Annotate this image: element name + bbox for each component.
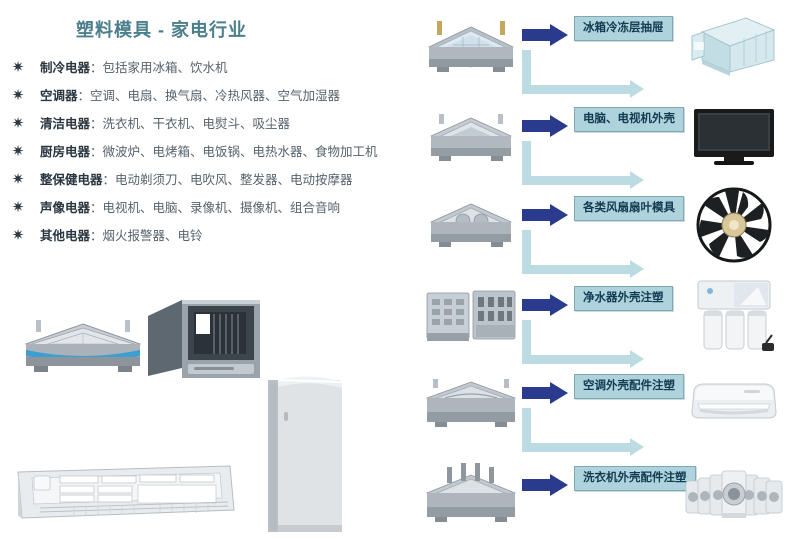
list-item: ✷ 其他电器：烟火报警器、电铃 xyxy=(0,224,420,252)
washing-machine-body-photo xyxy=(250,370,355,538)
list-item-separator: ： xyxy=(102,173,116,187)
flow-row: 冰箱冷冻层抽屉 xyxy=(418,2,790,98)
flow-arrow xyxy=(522,115,580,155)
flow-row: 空调外壳配件注塑 xyxy=(418,360,790,456)
list-item-separator: ： xyxy=(77,89,91,103)
flow-label-text: 洗衣机外壳配件注塑 xyxy=(574,466,696,491)
flow-label-text: 冰箱冷冻层抽屉 xyxy=(574,16,673,41)
flow-label-text: 空调外壳配件注塑 xyxy=(574,374,684,399)
flow-label-text: 各类风扇扇叶模具 xyxy=(574,196,684,221)
list-item-text: 清洁电器：洗衣机、干衣机、电熨斗、吸尘器 xyxy=(40,115,290,133)
crt-tv-housing-photo xyxy=(142,292,267,384)
list-item: ✷ 空调器：空调、电扇、换气扇、冷热风器、空气加湿器 xyxy=(0,84,420,112)
flow-label-text: 电脑、电视机外壳 xyxy=(574,107,684,132)
list-item-description: 电视机、电脑、录像机、摄像机、组合音响 xyxy=(102,201,341,215)
list-item-separator: ： xyxy=(90,201,103,215)
list-item-category: 其他电器 xyxy=(40,229,91,243)
list-item-category: 声像电器 xyxy=(40,201,91,215)
sparkle-bullet-icon: ✷ xyxy=(11,199,25,216)
fan-blade-mold xyxy=(420,182,522,268)
flow-label: 电脑、电视机外壳 xyxy=(574,107,684,133)
list-item: ✷ 厨房电器：微波炉、电烤箱、电饭锅、电热水器、食物加工机 xyxy=(0,140,420,168)
flow-connector xyxy=(522,320,652,372)
flow-arrow xyxy=(522,474,580,514)
air-conditioner-product xyxy=(680,360,788,446)
left-panel: 塑料模具 - 家电行业 ✷ 制冷电器：包括家用冰箱、饮水机 ✷ 空调器：空调、电… xyxy=(0,0,420,532)
flow-arrow xyxy=(522,294,580,334)
refrigerator-drawer-mold xyxy=(420,2,522,88)
list-item-separator: ： xyxy=(90,145,103,159)
list-item: ✷ 整保健电器：电动剃须刀、电吹风、整发器、电动按摩器 xyxy=(0,168,420,196)
list-item-description: 空调、电扇、换气扇、冷热风器、空气加湿器 xyxy=(90,89,341,103)
water-purifier-mold xyxy=(420,272,522,358)
list-item-category: 清洁电器 xyxy=(40,117,91,131)
flow-row: 各类风扇扇叶模具 xyxy=(418,182,790,278)
flow-label: 空调外壳配件注塑 xyxy=(574,374,684,400)
flow-connector xyxy=(522,230,652,282)
water-purifier-product xyxy=(680,272,788,358)
flow-connector xyxy=(522,408,652,460)
television-product xyxy=(680,93,788,179)
list-item-separator: ： xyxy=(90,229,103,243)
sparkle-bullet-icon: ✷ xyxy=(11,143,25,160)
refrigerator-drawer-product xyxy=(680,2,788,88)
flow-connector xyxy=(522,50,652,102)
process-flow-diagram: 冰箱冷冻层抽屉 xyxy=(418,0,790,544)
list-item-description: 微波炉、电烤箱、电饭锅、电热水器、食物加工机 xyxy=(102,145,378,159)
list-item-description: 洗衣机、干衣机、电熨斗、吸尘器 xyxy=(102,117,291,131)
flow-connector xyxy=(522,141,652,193)
list-item-text: 整保健电器：电动剃须刀、电吹风、整发器、电动按摩器 xyxy=(40,171,353,189)
list-item-category: 整保健电器 xyxy=(40,173,103,187)
list-item-description: 包括家用冰箱、饮水机 xyxy=(102,61,228,75)
list-item-category: 制冷电器 xyxy=(40,61,91,75)
list-item-description: 电动剃须刀、电吹风、整发器、电动按摩器 xyxy=(115,173,353,187)
list-item-text: 声像电器：电视机、电脑、录像机、摄像机、组合音响 xyxy=(40,199,340,217)
list-item-text: 其他电器：烟火报警器、电铃 xyxy=(40,227,203,245)
list-item: ✷ 清洁电器：洗衣机、干衣机、电熨斗、吸尘器 xyxy=(0,112,420,140)
sparkle-bullet-icon: ✷ xyxy=(11,227,25,244)
flow-label: 各类风扇扇叶模具 xyxy=(574,196,684,222)
air-conditioner-mold xyxy=(420,360,522,446)
list-item-text: 厨房电器：微波炉、电烤箱、电饭锅、电热水器、食物加工机 xyxy=(40,143,378,161)
list-item: ✷ 声像电器：电视机、电脑、录像机、摄像机、组合音响 xyxy=(0,196,420,224)
list-item-category: 空调器 xyxy=(40,89,78,103)
air-conditioner-front-panel-photo xyxy=(14,452,239,530)
washing-machine-mold xyxy=(420,452,522,538)
flow-arrow xyxy=(522,382,580,422)
flow-label: 冰箱冷冻层抽屉 xyxy=(574,16,673,42)
list-item: ✷ 制冷电器：包括家用冰箱、饮水机 xyxy=(0,56,420,84)
washing-machine-panels-product xyxy=(680,452,788,538)
sparkle-bullet-icon: ✷ xyxy=(11,171,25,188)
sparkle-bullet-icon: ✷ xyxy=(11,87,25,104)
fan-blade-product xyxy=(680,182,788,268)
list-item-separator: ： xyxy=(90,61,103,75)
page-title: 塑料模具 - 家电行业 xyxy=(76,20,247,40)
list-item-category: 厨房电器 xyxy=(40,145,91,159)
flow-row: 洗衣机外壳配件注塑 xyxy=(418,452,790,538)
flow-label: 净水器外壳注塑 xyxy=(574,286,673,312)
flow-label-text: 净水器外壳注塑 xyxy=(574,286,673,311)
flow-row: 净水器外壳注塑 xyxy=(418,272,790,368)
tv-housing-mold-photo xyxy=(18,300,148,375)
list-item-description: 烟火报警器、电铃 xyxy=(102,229,203,243)
flow-arrow xyxy=(522,24,580,64)
flow-row: 电脑、电视机外壳 xyxy=(418,93,790,189)
list-item-text: 制冷电器：包括家用冰箱、饮水机 xyxy=(40,59,228,77)
sparkle-bullet-icon: ✷ xyxy=(11,115,25,132)
flow-label: 洗衣机外壳配件注塑 xyxy=(574,466,696,492)
appliance-category-list: ✷ 制冷电器：包括家用冰箱、饮水机 ✷ 空调器：空调、电扇、换气扇、冷热风器、空… xyxy=(0,56,420,252)
flow-arrow xyxy=(522,204,580,244)
list-item-separator: ： xyxy=(90,117,103,131)
sparkle-bullet-icon: ✷ xyxy=(11,59,25,76)
list-item-text: 空调器：空调、电扇、换气扇、冷热风器、空气加湿器 xyxy=(40,87,340,105)
tv-computer-housing-mold xyxy=(420,93,522,179)
